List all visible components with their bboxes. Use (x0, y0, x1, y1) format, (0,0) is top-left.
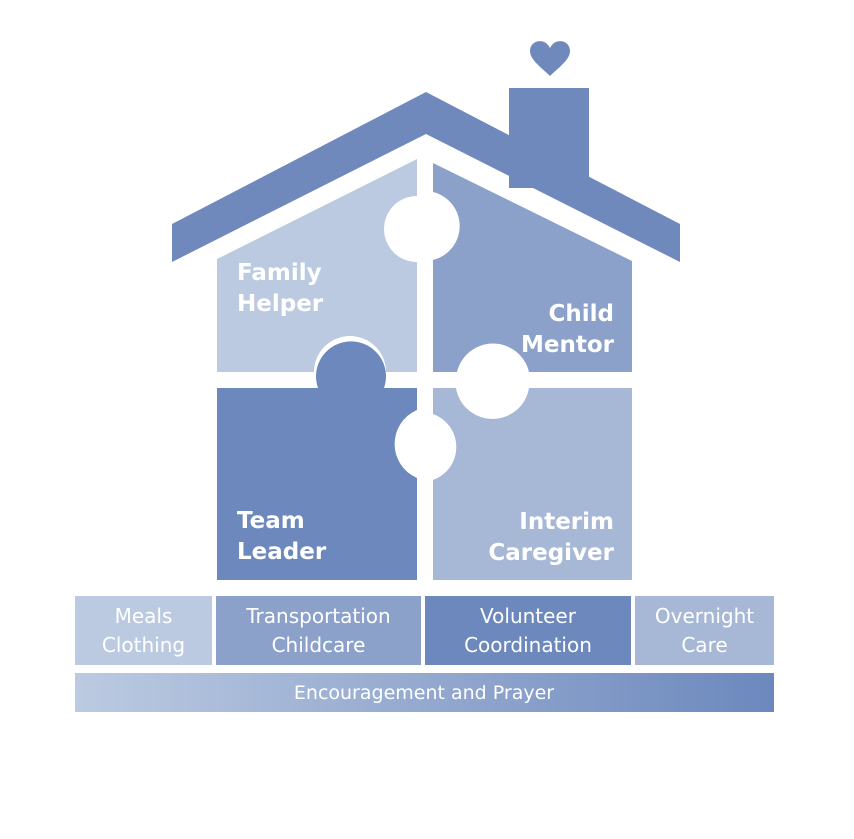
foundation-block-transportation-childcare: Transportation Childcare (216, 596, 421, 665)
interim-caregiver-label-line2: Caregiver (488, 540, 614, 566)
block-label-line2: Clothing (102, 633, 185, 657)
roof (172, 92, 680, 262)
foundation-block-meals-clothing: Meals Clothing (75, 596, 212, 665)
block-label-line2: Care (681, 633, 727, 657)
puzzle-piece-child-mentor: Child Mentor (433, 163, 632, 372)
base-label: Encouragement and Prayer (294, 682, 554, 704)
team-leader-label-line2: Leader (237, 539, 327, 565)
interim-caregiver-label-line1: Interim (519, 509, 614, 535)
block-label-line2: Coordination (464, 633, 592, 657)
foundation-base-encouragement-prayer: Encouragement and Prayer (75, 673, 774, 712)
foundation-block-overnight-care: Overnight Care (635, 596, 774, 665)
block-label-line1: Meals (115, 604, 173, 628)
puzzle-piece-interim-caregiver: Interim Caregiver (433, 388, 632, 580)
family-helper-label-line2: Helper (237, 291, 324, 317)
heart-icon (530, 41, 570, 76)
team-leader-label-line1: Team (237, 508, 305, 534)
block-label-line1: Overnight (655, 604, 754, 628)
block-label-line1: Transportation (245, 604, 390, 628)
child-mentor-label-line2: Mentor (521, 332, 615, 358)
child-mentor-label-line1: Child (549, 301, 615, 327)
puzzle-piece-family-helper: Family Helper (217, 159, 417, 372)
foundation-block-volunteer-coordination: Volunteer Coordination (425, 596, 631, 665)
block-label-line2: Childcare (272, 633, 366, 657)
puzzle-piece-team-leader: Team Leader (217, 341, 417, 580)
block-label-line1: Volunteer (480, 604, 577, 628)
family-helper-label-line1: Family (237, 260, 322, 286)
